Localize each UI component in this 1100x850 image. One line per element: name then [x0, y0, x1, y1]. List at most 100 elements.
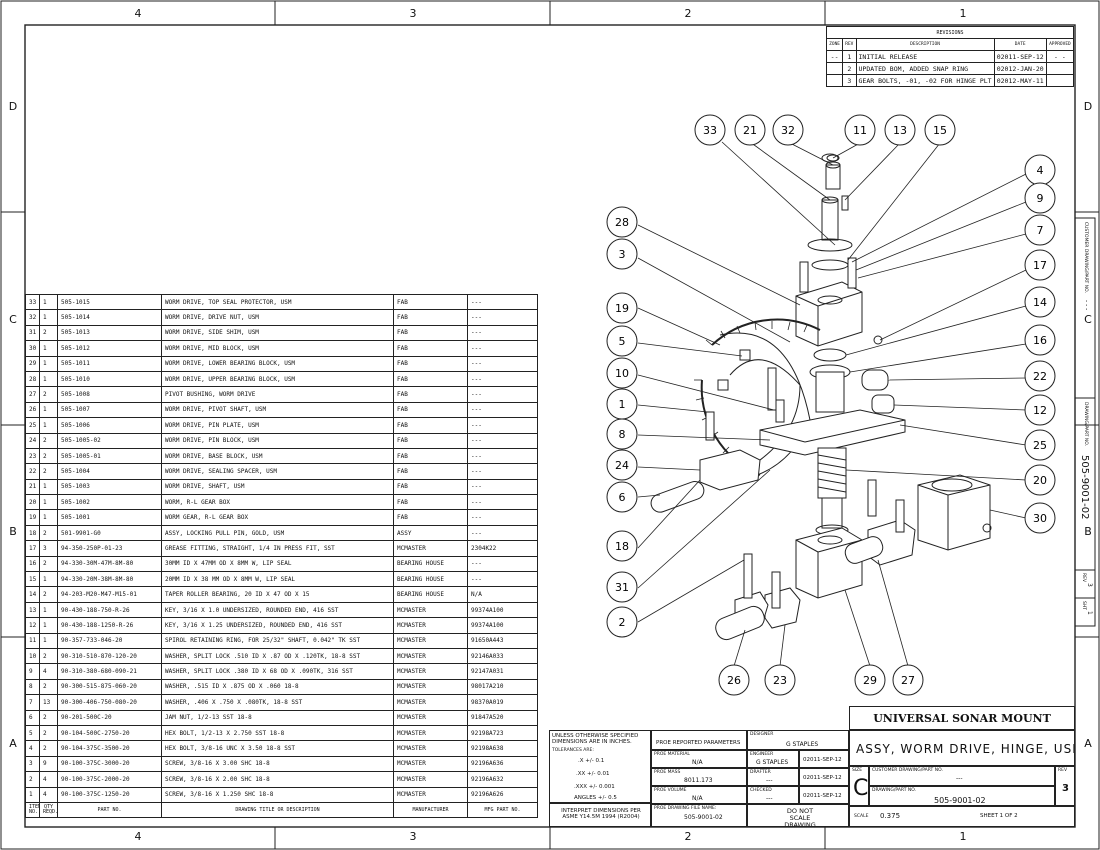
item-balloon: 21	[734, 114, 766, 146]
customer-number-label: CUSTOMER DRAWING/PART NO.	[872, 768, 943, 773]
item-balloon: 7	[1024, 214, 1056, 246]
bom-cell: 32	[25, 309, 40, 326]
bom-cell: 13	[25, 601, 40, 619]
proe-material: N/A	[692, 759, 703, 766]
bom-cell: 505-1011	[57, 355, 162, 372]
revision-cell: 3	[842, 74, 857, 87]
balloon-number: 20	[1033, 474, 1047, 487]
balloon-number: 25	[1033, 439, 1047, 452]
proe-volume: N/A	[692, 795, 703, 802]
bom-cell: 25	[25, 417, 40, 434]
zone-row-a-right: A	[1084, 737, 1092, 750]
bom-cell: 1	[39, 632, 58, 649]
bom-cell: ---	[467, 417, 538, 434]
bom-cell: SCREW, 3/8-16 X 2.00 SHC 18-8	[161, 771, 394, 788]
do-not-scale-cell: DO NOT SCALE DRAWING	[747, 804, 849, 827]
balloon-circle	[694, 114, 726, 146]
balloon-circle	[764, 664, 796, 696]
bom-cell: 12	[25, 617, 40, 634]
balloon-number: 10	[615, 367, 629, 380]
bom-cell: 20	[25, 494, 40, 511]
revision-cell: UPDATED BOM, ADDED SNAP RING	[855, 62, 995, 75]
side-customer-drawing-label: CUSTOMER DRAWING/PART NO.	[1083, 222, 1088, 293]
bom-cell: MCMASTER	[393, 632, 468, 649]
bom-cell: 505-1005-02	[57, 432, 162, 449]
bom-cell: MCMASTER	[393, 617, 468, 634]
bom-cell: WORM DRIVE, SEALING SPACER, USM	[161, 463, 394, 480]
item-balloon: 23	[764, 664, 796, 696]
proe-volume-cell: PROE VOLUME N/A	[651, 786, 747, 804]
bom-cell: FAB	[393, 432, 468, 449]
balloon-circle	[1024, 429, 1056, 461]
bom-cell: WORM DRIVE, MID BLOCK, USM	[161, 340, 394, 357]
bom-cell: WORM DRIVE, TOP SEAL PROTECTOR, USM	[161, 293, 394, 311]
bom-cell: 90-310-510-870-120-20	[57, 647, 162, 665]
bom-cell: WASHER, SPLIT LOCK .510 ID X .87 OD X .1…	[161, 647, 394, 665]
bom-cell: 17	[25, 540, 40, 557]
balloon-number: 8	[619, 428, 626, 441]
bom-cell: FAB	[393, 309, 468, 326]
item-balloon: 16	[1024, 324, 1056, 356]
balloon-circle	[606, 357, 638, 389]
item-balloon: 6	[606, 481, 638, 513]
customer-number: ---	[956, 775, 963, 782]
balloon-number: 19	[615, 302, 629, 315]
balloon-number: 30	[1033, 512, 1047, 525]
bom-cell: 91650A443	[467, 632, 538, 649]
item-balloon: 24	[606, 449, 638, 481]
checked: ---	[766, 795, 773, 802]
bom-cell: 505-1007	[57, 401, 162, 419]
bom-cell: 90-300-406-750-080-20	[57, 694, 162, 711]
balloon-number: 7	[1037, 224, 1044, 237]
item-balloon: 33	[694, 114, 726, 146]
balloon-circle	[734, 114, 766, 146]
rev-col-header: ZONE	[825, 38, 844, 51]
item-balloon: 20	[1024, 464, 1056, 496]
bom-cell: 2	[39, 324, 58, 342]
rev-cell: REV 3	[1055, 766, 1075, 806]
zone-row-c-right: C	[1084, 313, 1092, 326]
bom-cell: GREASE FITTING, STRAIGHT, 1/4 IN PRESS F…	[161, 540, 394, 557]
tolerances-label: TOLERANCES ARE:	[552, 748, 594, 753]
item-balloon: 12	[1024, 394, 1056, 426]
zone-row-d-left: D	[8, 100, 18, 113]
engineer-date-cell: 02011-SEP-12	[799, 750, 849, 768]
designer: G STAPLES	[786, 741, 819, 748]
company-cell: UNIVERSAL SONAR MOUNT	[849, 706, 1075, 730]
balloon-number: 4	[1037, 164, 1044, 177]
balloon-number: 6	[619, 491, 626, 504]
proe-material-cell: PROE MATERIAL N/A	[651, 750, 747, 768]
balloon-number: 24	[615, 459, 629, 472]
bom-cell: 94-330-30M-47M-8M-80	[57, 555, 162, 573]
bom-cell: WASHER, .515 ID X .875 OD X .060 18-8	[161, 678, 394, 696]
bom-cell: BEARING HOUSE	[393, 555, 468, 573]
bom-cell: 20MM ID X 38 MM OD X 8MM W, LIP SEAL	[161, 571, 394, 588]
balloon-number: 3	[619, 248, 626, 261]
item-balloon: 10	[606, 357, 638, 389]
bom-cell: 2	[39, 678, 58, 696]
bom-cell: 10	[25, 647, 40, 665]
bom-cell: WORM GEAR, R-L GEAR BOX	[161, 509, 394, 526]
balloon-number: 29	[863, 674, 877, 687]
bom-cell: MCMASTER	[393, 709, 468, 726]
drafter-date-cell: 02011-SEP-12	[799, 768, 849, 786]
balloon-circle	[1024, 324, 1056, 356]
bom-cell: FAB	[393, 386, 468, 403]
revision-cell: 1	[842, 50, 857, 63]
drawing-number-label: DRAWING/PART NO.	[872, 788, 917, 793]
bom-cell: 2	[39, 432, 58, 449]
balloon-number: 31	[615, 581, 629, 594]
balloon-circle	[844, 114, 876, 146]
zone-row-c-left: C	[9, 313, 17, 326]
